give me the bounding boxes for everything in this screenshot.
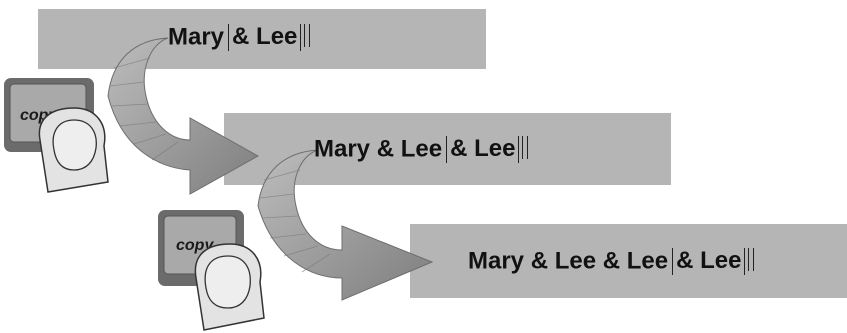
text-cursor-1 — [304, 24, 311, 47]
copy-key-2-label: copy — [176, 237, 214, 254]
text-line-1-content: Mary — [168, 23, 225, 51]
text-line-2-content: Mary & Lee — [314, 135, 443, 163]
text-line-3: Mary & Lee & Lee& Lee — [468, 247, 755, 275]
text-bar-1 — [38, 9, 486, 69]
text-line-3-selection: & Lee — [672, 248, 746, 275]
text-line-3-content: Mary & Lee & Lee — [468, 247, 669, 275]
text-bar-3 — [410, 224, 847, 298]
text-line-2-selection: & Lee — [446, 136, 520, 163]
text-cursor-2 — [522, 136, 529, 159]
text-line-1: Mary& Lee — [168, 23, 311, 51]
finger-1 — [38, 107, 109, 193]
text-line-1-selection: & Lee — [228, 24, 302, 51]
finger-2 — [194, 243, 265, 331]
text-bar-2 — [224, 113, 671, 185]
paste-arrow-1 — [107, 37, 260, 195]
text-cursor-3 — [748, 248, 755, 271]
text-line-2: Mary & Lee& Lee — [314, 135, 529, 163]
paste-arrow-2 — [257, 149, 434, 301]
